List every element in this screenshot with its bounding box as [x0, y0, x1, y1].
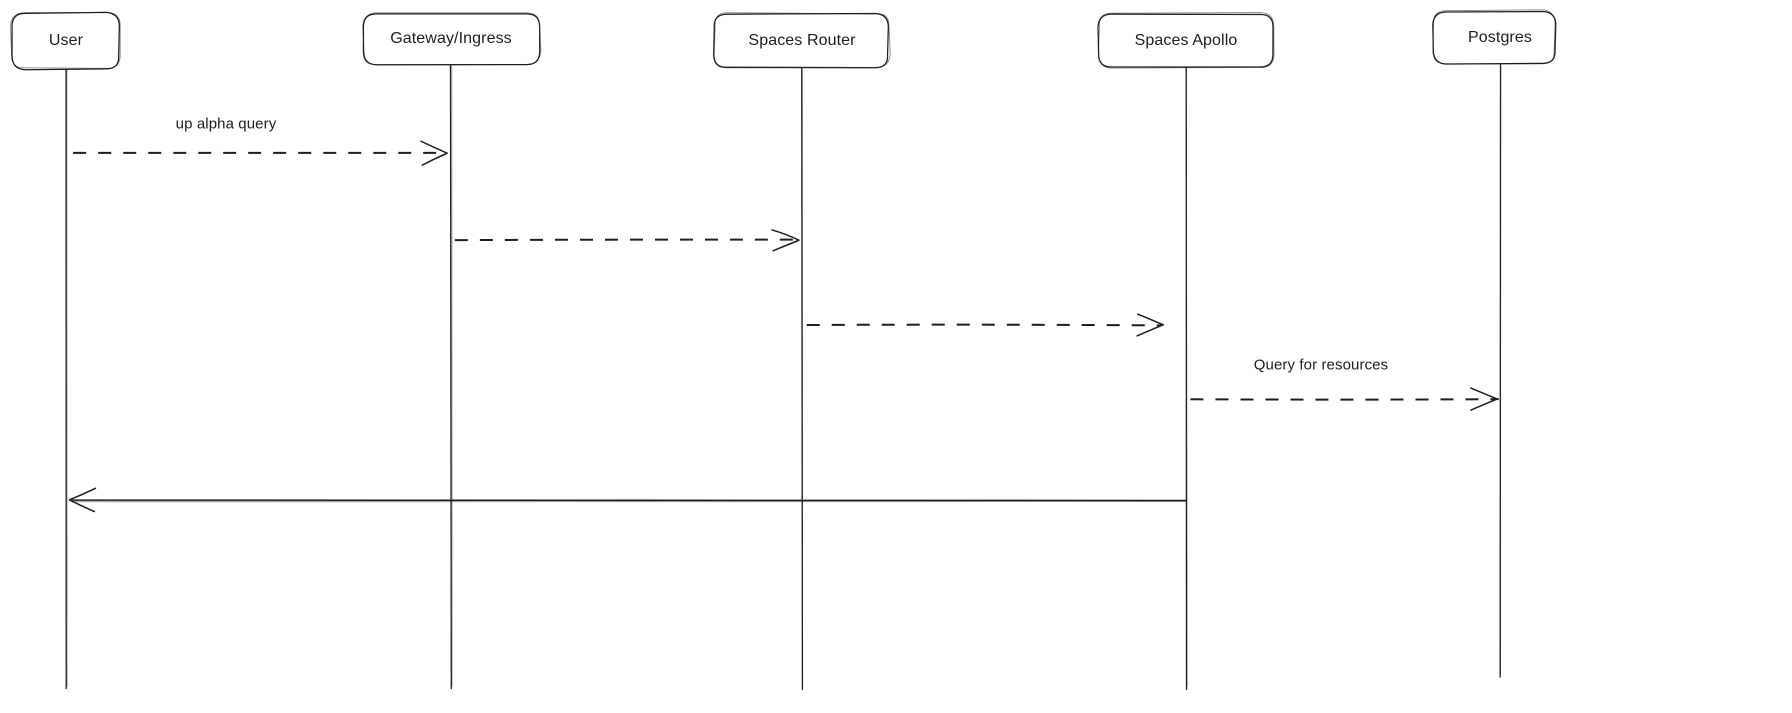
- lifeline-apollo: [1185, 66, 1188, 691]
- arrowhead-m2-barb: [772, 239, 800, 252]
- message-label-m1: up alpha query: [175, 115, 277, 133]
- message-m3[interactable]: [806, 313, 1165, 337]
- participant-label-router: Spaces Router: [748, 32, 856, 49]
- arrowhead-m4-barb: [1470, 387, 1499, 401]
- participant-box-pg[interactable]: [1432, 9, 1557, 65]
- arrowhead-m5-barb: [68, 499, 96, 513]
- participant-box-gateway-stroke-1: [362, 12, 542, 66]
- participant-box-apollo[interactable]: [1097, 12, 1275, 69]
- message-m4[interactable]: [1190, 387, 1499, 411]
- participant-label-gateway: Gateway/Ingress: [390, 29, 512, 47]
- participant-label-pg: Postgres: [1468, 29, 1532, 46]
- participant-box-apollo-stroke-0: [1097, 13, 1274, 68]
- message-line-m2: [454, 238, 798, 242]
- participant-pg[interactable]: [1432, 9, 1557, 678]
- arrowhead-m5-barb: [69, 487, 97, 501]
- participant-box-user[interactable]: [10, 11, 121, 71]
- participant-box-gateway[interactable]: [362, 12, 542, 66]
- participant-label-user: User: [48, 32, 84, 49]
- arrowhead-m3-barb: [1136, 324, 1165, 337]
- lifeline-router: [801, 66, 804, 691]
- lifeline-line-a: [449, 63, 452, 690]
- arrowhead-m1-barb: [420, 140, 448, 154]
- lifeline-pg: [1499, 63, 1502, 678]
- lifeline-gateway: [449, 63, 453, 690]
- message-m1[interactable]: [73, 140, 448, 166]
- participant-box-user-stroke-1: [10, 12, 121, 69]
- arrowhead-m3-barb: [1137, 313, 1164, 326]
- lifeline-user: [65, 67, 68, 690]
- participant-box-router[interactable]: [713, 12, 891, 69]
- message-label-m4: Query for resources: [1253, 356, 1389, 374]
- message-m2[interactable]: [454, 229, 800, 252]
- arrowhead-m4-barb: [1470, 397, 1499, 411]
- participant-gateway[interactable]: [362, 12, 542, 690]
- participant-label-apollo: Spaces Apollo: [1134, 31, 1238, 49]
- participant-router[interactable]: [713, 12, 891, 691]
- participant-apollo[interactable]: [1097, 12, 1275, 691]
- participant-box-pg-stroke-1: [1432, 9, 1556, 65]
- participant-user[interactable]: [10, 11, 121, 690]
- participant-box-router-stroke-1: [713, 12, 891, 68]
- arrowhead-m1-barb: [421, 152, 448, 166]
- lifeline-line-b: [1186, 68, 1188, 687]
- message-m5[interactable]: [68, 487, 1187, 513]
- participant-box-apollo-stroke-1: [1097, 12, 1275, 69]
- arrowhead-m2-barb: [771, 229, 800, 241]
- participant-box-user-stroke-0: [11, 11, 120, 71]
- message-line-m5: [71, 498, 1187, 502]
- message-line-m3: [806, 323, 1162, 327]
